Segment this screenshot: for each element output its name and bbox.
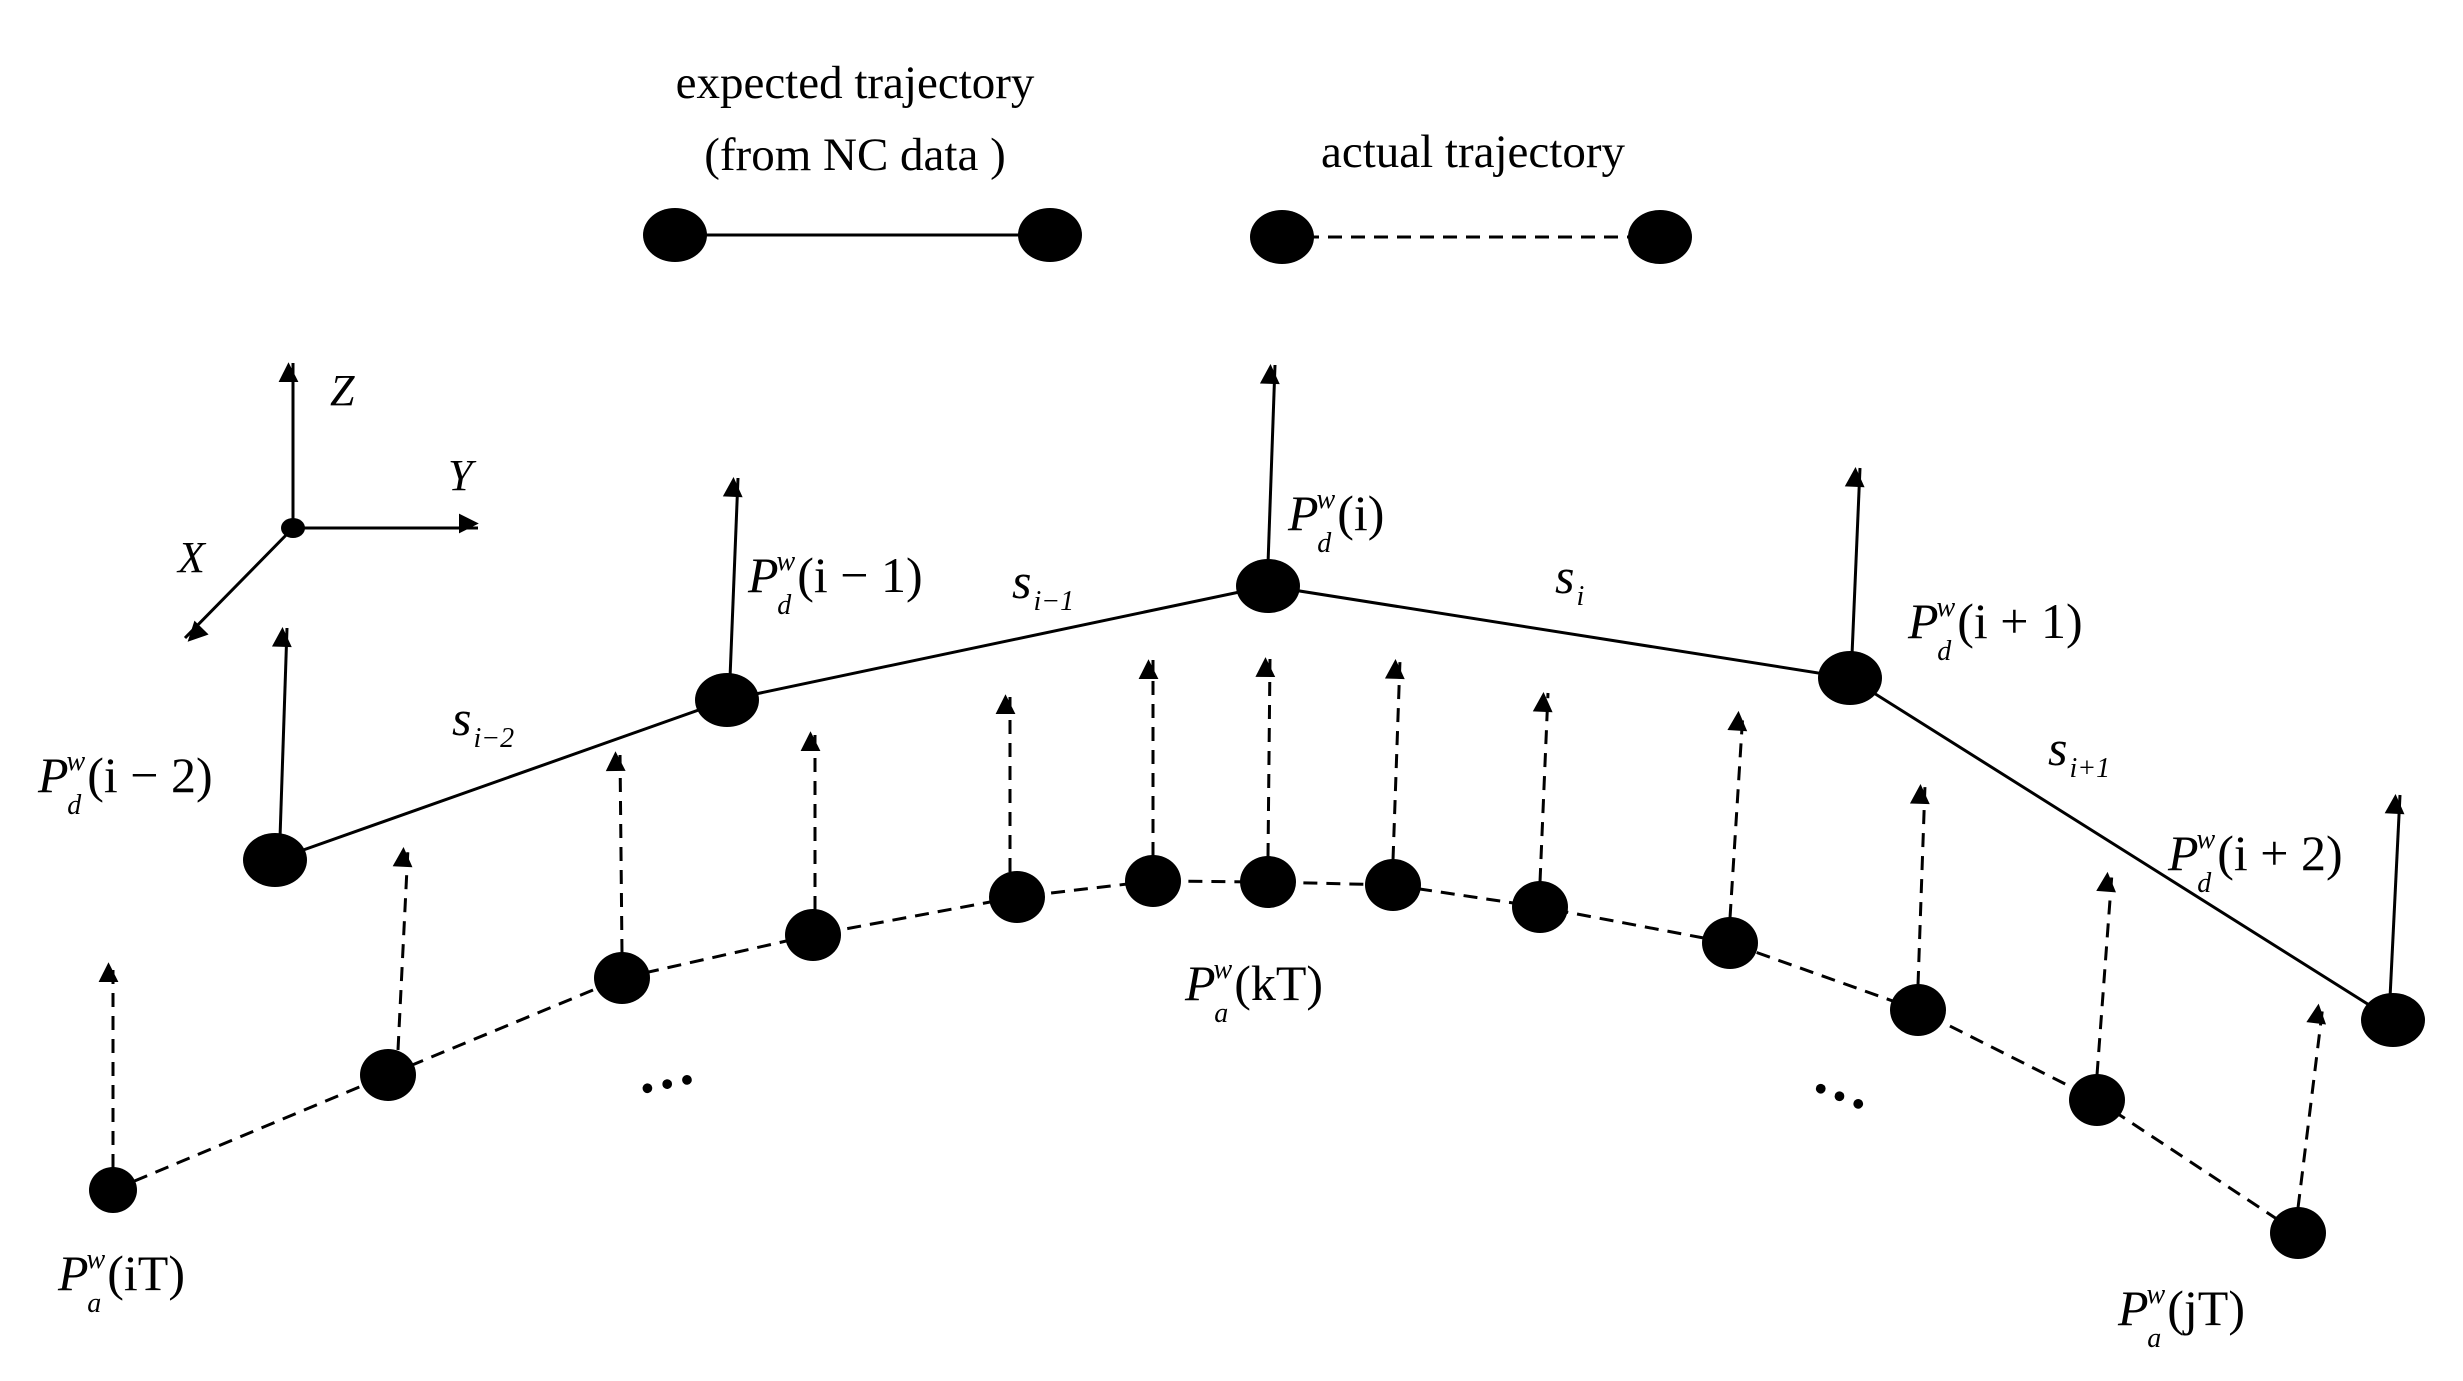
actual-point-dot <box>360 1049 416 1101</box>
actual-point-dot <box>2270 1207 2326 1259</box>
actual-normal-arrow <box>2095 871 2116 1076</box>
desired-point-dot <box>2361 993 2425 1047</box>
legend-actual-label: actual trajectory <box>1321 126 1626 178</box>
x-axis-label: X <box>176 533 207 582</box>
desired-point-dot <box>1236 559 1300 613</box>
actual-normal-arrow <box>2296 1003 2327 1209</box>
actual-point-dot <box>1240 856 1296 908</box>
ellipsis-left: … <box>628 1030 700 1107</box>
actual-normal-arrow <box>1727 710 1748 919</box>
actual-normal-arrow <box>1909 784 1930 986</box>
actual-normal-arrow <box>1255 657 1276 858</box>
legend: expected trajectory (from NC data ) actu… <box>643 57 1692 264</box>
expected-trajectory <box>243 364 2425 1047</box>
z-axis-label: Z <box>330 366 355 415</box>
actual-point-dot <box>1702 917 1758 969</box>
desired-point-dot <box>243 833 307 887</box>
legend-expected-label-line2: (from NC data ) <box>704 129 1005 181</box>
segment-labels: si−2 si−1 si si+1 <box>452 548 2110 784</box>
actual-normal-arrow <box>392 846 413 1051</box>
actual-trajectory: … … <box>89 657 2327 1259</box>
actual-point-dot <box>785 909 841 961</box>
actual-point-dot <box>1125 855 1181 907</box>
actual-point-dot <box>1365 859 1421 911</box>
desired-normal-arrow <box>722 477 743 679</box>
actual-normal-arrow <box>1532 692 1553 883</box>
actual-point-dot <box>2069 1074 2125 1126</box>
axis-origin <box>281 518 305 538</box>
actual-point-dot <box>989 871 1045 923</box>
actual-point-dot <box>1890 984 1946 1036</box>
desired-normal-arrow <box>271 627 292 839</box>
actual-normal-arrow <box>1384 659 1405 861</box>
segment-label-s-i: si <box>1555 548 1584 612</box>
legend-actual-dot-right <box>1628 210 1692 264</box>
segment-label-s-i-minus-2: si−2 <box>452 690 514 754</box>
desired-point-dot <box>1818 651 1882 705</box>
segment-label-s-i-minus-1: si−1 <box>1012 553 1074 617</box>
y-axis-label: Y <box>448 451 477 500</box>
desired-normal-arrow <box>1259 364 1280 565</box>
legend-expected-dot-left <box>643 208 707 262</box>
legend-actual-dot-left <box>1250 210 1314 264</box>
desired-normal-arrow <box>1844 466 1865 656</box>
actual-point-dot <box>594 952 650 1004</box>
legend-expected-dot-right <box>1018 208 1082 262</box>
actual-normal-arrow <box>605 751 626 954</box>
actual-point-dot <box>1512 881 1568 933</box>
segment-label-s-i-plus-1: si+1 <box>2048 720 2110 784</box>
expected-trajectory-line <box>274 584 2394 1022</box>
desired-point-dot <box>695 673 759 727</box>
legend-expected-label-line1: expected trajectory <box>676 57 1035 109</box>
actual-point-dot <box>89 1167 137 1213</box>
x-axis-arrow <box>183 526 295 642</box>
ellipsis-right: … <box>1805 1040 1885 1124</box>
coordinate-axes: Z Y X <box>176 362 479 642</box>
desired-normal-arrow <box>2384 793 2405 999</box>
actual-trajectory-line <box>112 879 2299 1235</box>
